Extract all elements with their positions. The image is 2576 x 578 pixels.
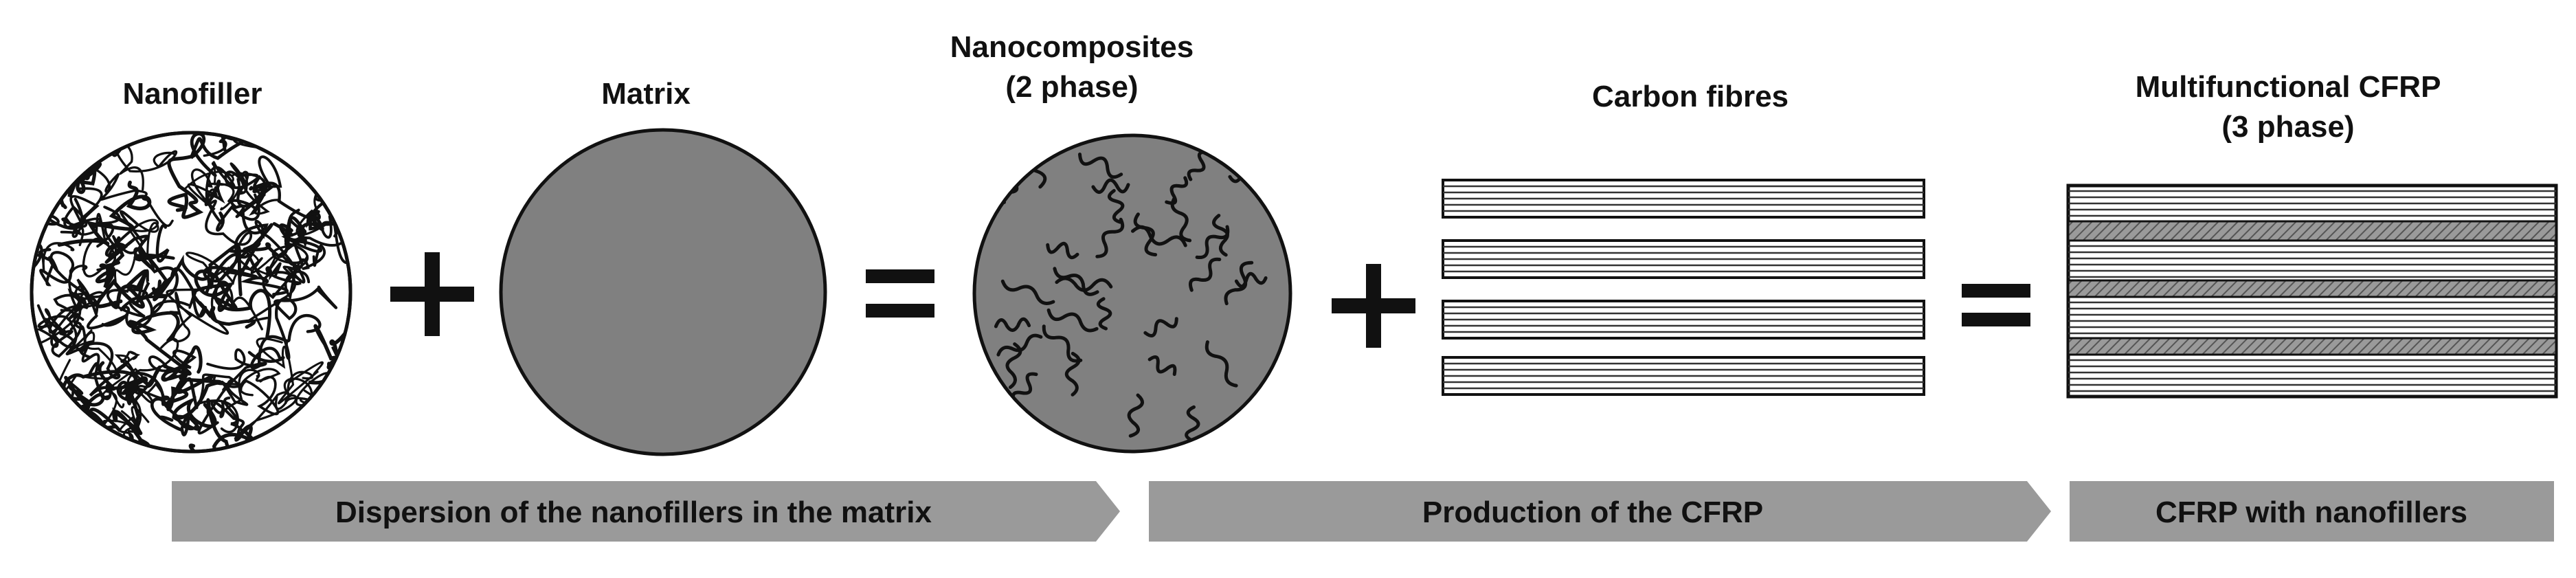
nanofiller-strand — [188, 284, 263, 331]
nanofiller-strand — [114, 141, 178, 191]
equals-operator — [866, 269, 934, 318]
matrix-label: Matrix — [601, 77, 691, 111]
nanofiller-strand — [243, 247, 281, 276]
nanofiller-strand — [161, 345, 203, 412]
nanofiller-strand — [119, 399, 150, 446]
nanofiller-strand — [197, 373, 245, 434]
fibre-bundle — [1442, 179, 1925, 219]
dispersed-nanofiller — [1064, 351, 1081, 397]
dispersed-nanofiller — [1095, 217, 1125, 258]
nanofiller-strand — [57, 180, 152, 247]
fibre-bundle — [1442, 239, 1925, 279]
process-arrow-dispersion: Dispersion of the nanofillers in the mat… — [172, 481, 1120, 542]
dispersed-nanofiller — [1165, 176, 1189, 205]
dispersed-nanofiller — [1053, 267, 1099, 296]
nanofilled-matrix-layer — [2067, 220, 2557, 242]
nanofiller-strand — [219, 368, 281, 419]
dispersed-nanofiller — [1046, 241, 1079, 260]
dispersed-nanofiller — [1078, 153, 1123, 179]
nanofiller-strand — [150, 377, 199, 436]
dispersed-nanofiller — [1185, 405, 1200, 443]
nanocomposite-diagram — [972, 133, 1292, 454]
nanofiller-strand — [60, 187, 103, 235]
dispersed-nanofiller — [1212, 214, 1229, 257]
plus-operator — [390, 252, 474, 336]
dispersed-nanofiller — [1091, 178, 1130, 194]
nanofiller-strand — [32, 369, 58, 425]
fibre-bundle — [1442, 300, 1925, 340]
nanofilled-matrix-layer — [2067, 279, 2557, 298]
nanofiller-strand — [187, 168, 235, 211]
equals-operator — [1962, 284, 2030, 326]
fibre-bundle — [1442, 356, 1925, 396]
nanofiller-strand — [205, 161, 253, 254]
nanofiller-label: Nanofiller — [122, 77, 262, 111]
dispersed-nanofiller — [1170, 197, 1192, 243]
dispersed-nanofiller — [1205, 340, 1238, 388]
stage-3-label: CFRP with nanofillers — [2155, 496, 2467, 529]
nanocomposites-label: Nanocomposites (2 phase) — [950, 30, 1194, 104]
matrix-diagram — [499, 128, 827, 456]
nanofiller-strand — [94, 168, 174, 227]
stage-2-label: Production of the CFRP — [1422, 496, 1763, 529]
dispersed-nanofiller — [1127, 393, 1144, 438]
nanofiller-strand — [79, 342, 121, 401]
dispersed-nanofiller — [1005, 342, 1022, 389]
carbon-fibres-label: Carbon fibres — [1591, 80, 1789, 113]
nanofiller-strand — [37, 315, 100, 366]
nanofiller-strand — [128, 311, 192, 376]
dispersed-nanofiller — [1147, 355, 1177, 376]
process-arrow-production: Production of the CFRP — [1149, 481, 2051, 542]
nanofilled-matrix-layer — [2067, 337, 2557, 356]
nanofiller-strand — [32, 233, 75, 271]
dispersed-nanofiller — [1042, 324, 1083, 363]
nanofiller-strand — [229, 183, 269, 219]
nanofiller-strand — [39, 251, 88, 296]
nanofiller-strand — [183, 162, 249, 211]
dispersed-nanofiller — [1234, 271, 1268, 289]
dispersed-nanofiller — [996, 333, 1043, 357]
nanofiller-strand — [135, 267, 208, 318]
dispersed-nanofiller — [1055, 276, 1113, 292]
dispersed-nanofiller — [1000, 279, 1055, 305]
dispersed-nanofiller — [994, 317, 1031, 332]
nanofiller-strand — [167, 153, 204, 219]
multifunctional-cfrp-diagram — [2066, 184, 2558, 399]
nanofiller-strand — [120, 351, 165, 399]
dispersed-nanofiller — [1133, 212, 1158, 257]
nanofiller-strand — [299, 395, 350, 452]
dispersed-nanofiller — [1011, 372, 1038, 404]
nanofiller-strand — [221, 375, 280, 416]
stage-1-label: Dispersion of the nanofillers in the mat… — [335, 496, 932, 529]
multifunctional-cfrp-label: Multifunctional CFRP (3 phase) — [2135, 70, 2441, 144]
dispersed-nanofiller — [1188, 257, 1222, 292]
carbon-fibres-diagram — [1442, 179, 1925, 396]
nanofiller-diagram — [30, 131, 352, 454]
nanofiller-strand — [281, 208, 323, 284]
process-arrow-cfrp-nanofillers: CFRP with nanofillers — [2070, 481, 2554, 542]
dispersed-nanofiller — [1096, 297, 1112, 331]
nanofiller-strand — [130, 372, 201, 431]
nanofiller-strand — [197, 348, 267, 435]
nanofiller-strand — [328, 133, 350, 166]
dispersed-nanofiller — [1187, 151, 1209, 181]
nanofiller-strand — [95, 269, 148, 309]
dispersed-nanofiller — [1143, 317, 1178, 337]
nanofiller-strand — [53, 288, 99, 324]
nanofiller-strand — [100, 351, 150, 399]
nanofiller-strand — [43, 418, 93, 452]
nanofiller-strand — [273, 285, 338, 360]
nanofiller-strand — [247, 313, 322, 370]
nanofiller-strand — [87, 296, 153, 330]
nanofiller-strand — [166, 288, 229, 343]
dispersed-nanofiller — [1107, 189, 1125, 224]
plus-operator — [1332, 264, 1415, 348]
dispersed-nanofiller — [1046, 308, 1099, 333]
